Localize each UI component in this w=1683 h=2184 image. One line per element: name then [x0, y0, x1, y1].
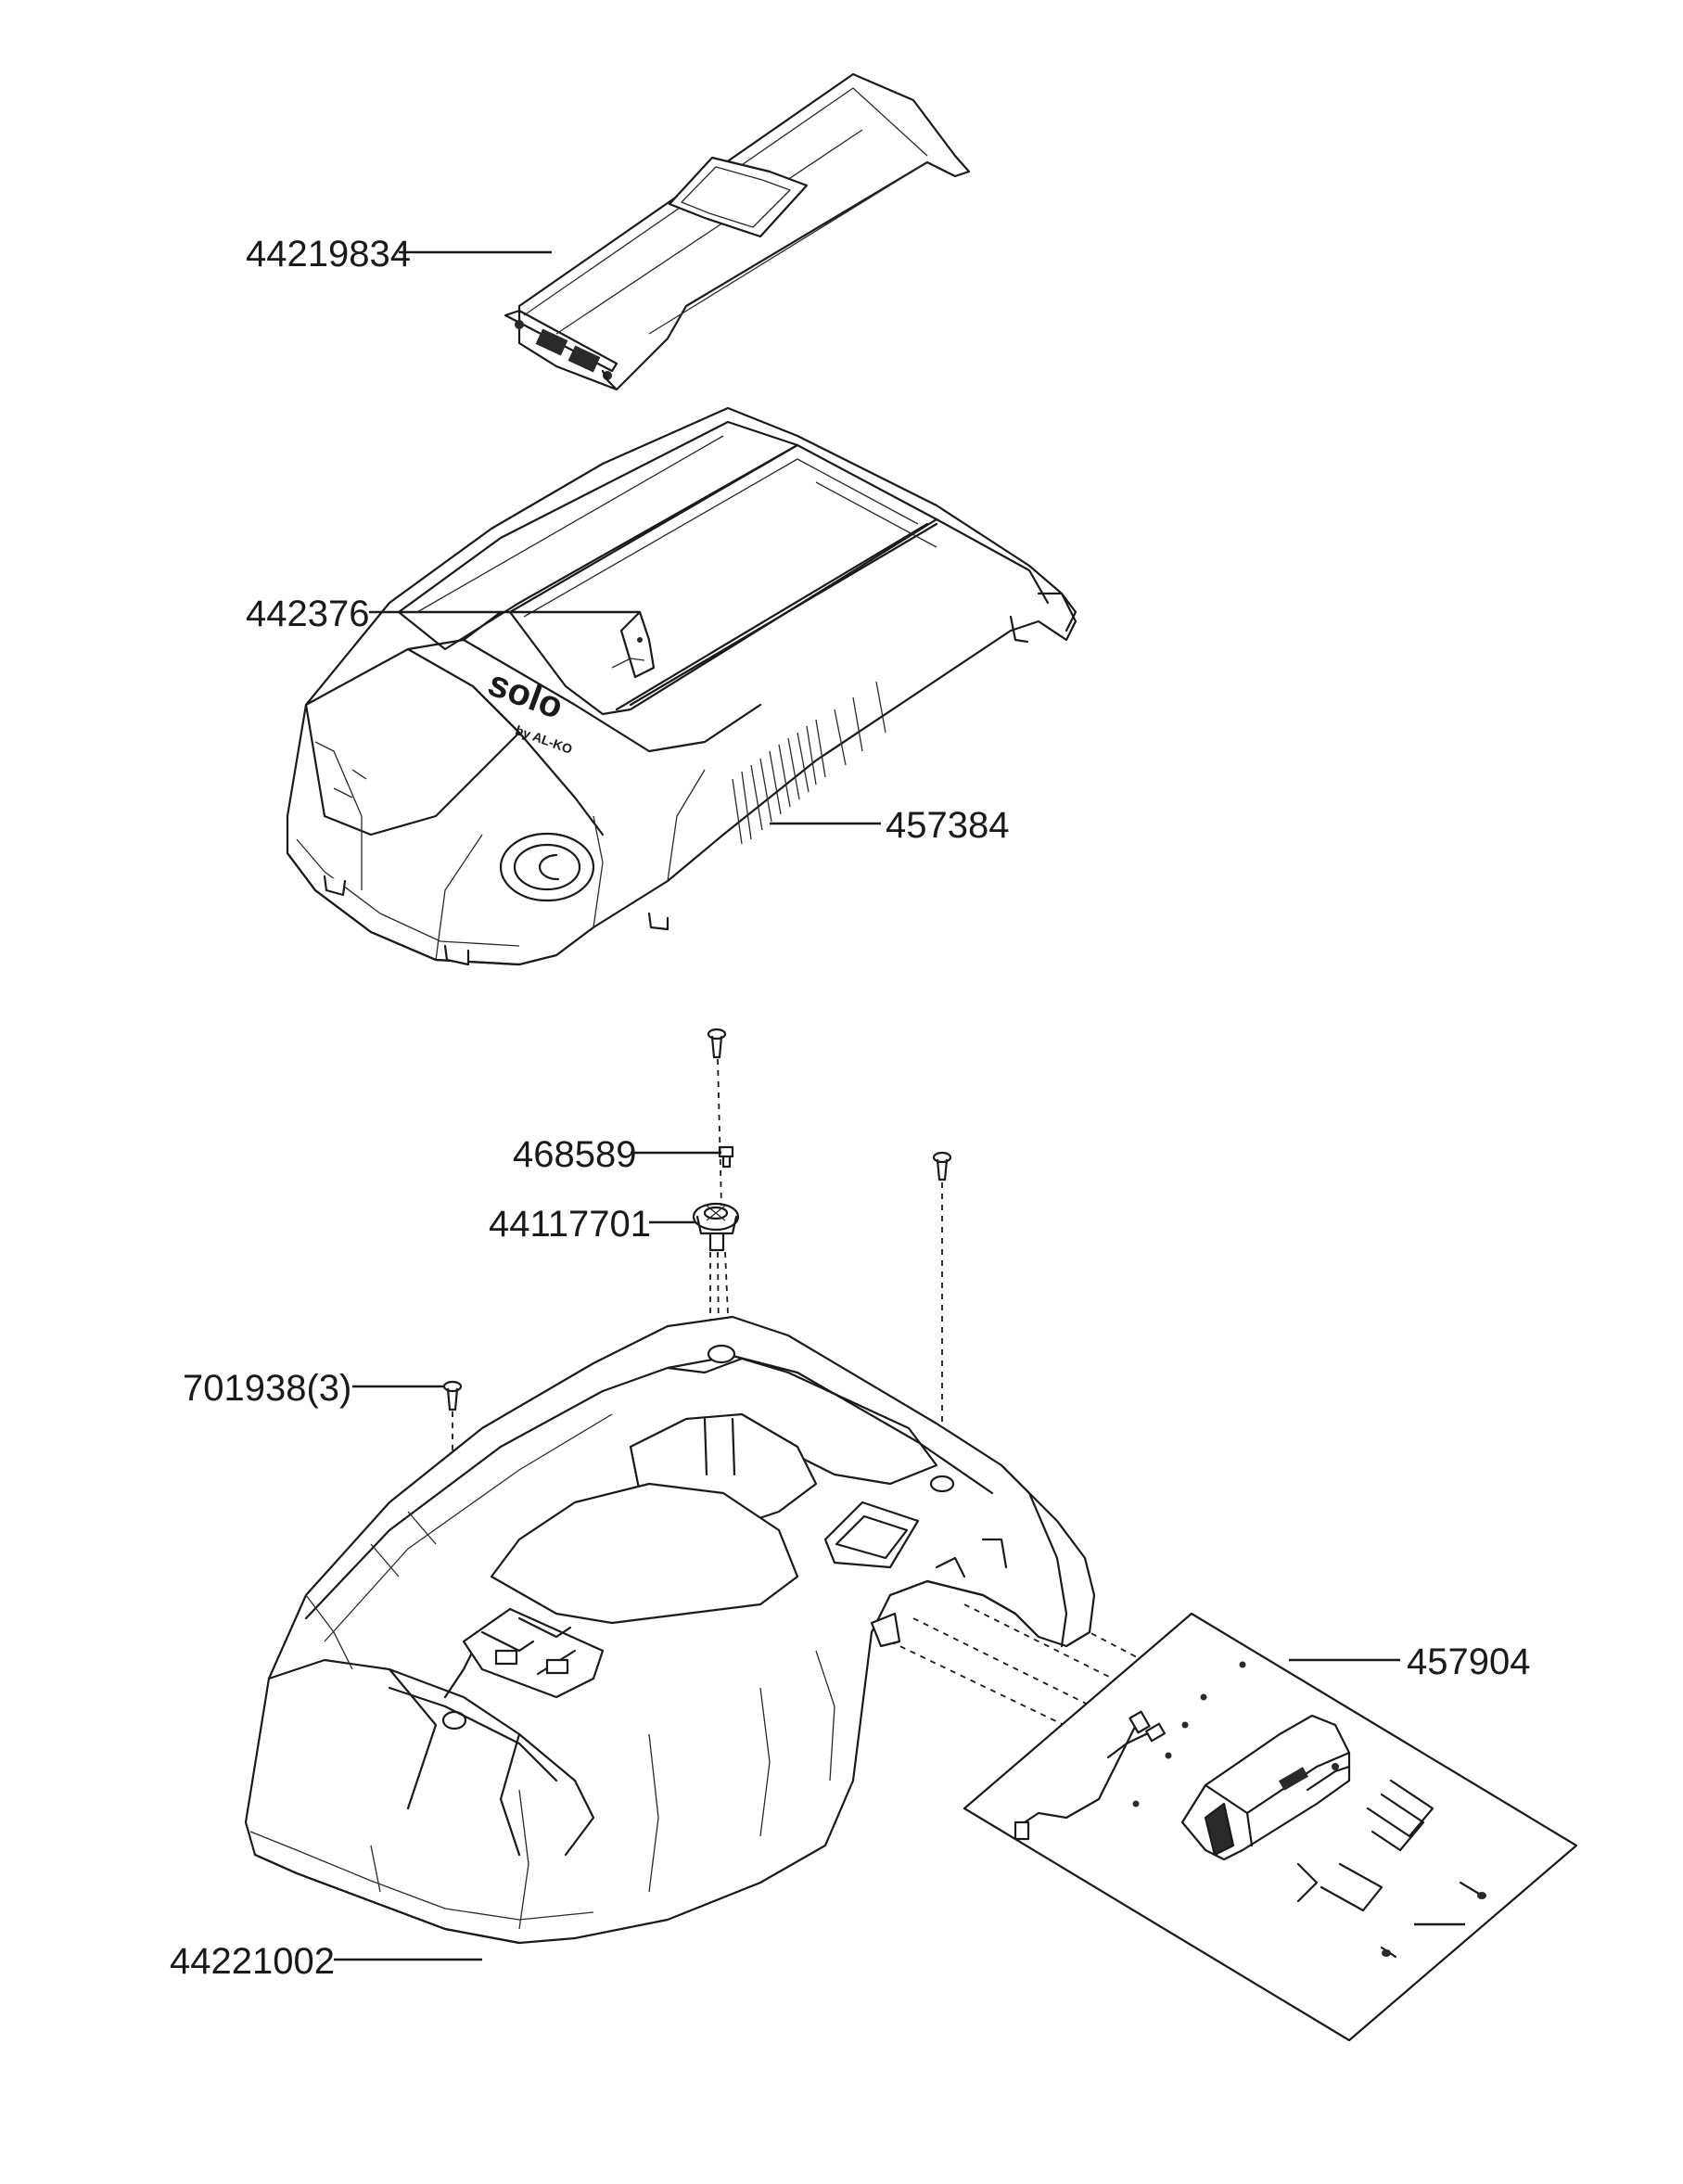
round-emblem — [499, 832, 595, 902]
label-knob: 44117701 — [489, 1204, 651, 1245]
lower-housing-part — [244, 1315, 1096, 1945]
label-display-kit: 457904 — [1407, 1641, 1530, 1682]
connector-block — [462, 1607, 605, 1699]
nut-part — [718, 1145, 734, 1169]
latch-plate — [611, 610, 656, 679]
label-upper-housing: 457384 — [886, 805, 1009, 846]
upper-housing-part: solo by AL-KO — [286, 406, 1077, 966]
label-top-cover: 44219834 — [246, 234, 411, 275]
top-cover-part — [504, 72, 971, 391]
kit-screw-2 — [1380, 1946, 1397, 1959]
label-screw: 701938(3) — [183, 1368, 351, 1409]
screw-top — [707, 1028, 727, 1059]
hinge-detail — [515, 320, 612, 380]
kit-screw-1 — [1459, 1881, 1486, 1899]
side-grille — [732, 681, 886, 845]
label-lower-housing: 44221002 — [170, 1941, 335, 1982]
screw-right — [932, 1151, 952, 1181]
display-kit-part — [963, 1612, 1578, 2042]
label-latch: 442376 — [246, 594, 369, 634]
leader-lines — [334, 250, 1465, 1961]
label-nut: 468589 — [513, 1134, 636, 1175]
screw-left — [442, 1380, 463, 1411]
part-labels: 44219834 442376 457384 468589 44117701 7… — [170, 234, 1530, 1982]
knob-part — [692, 1202, 740, 1252]
